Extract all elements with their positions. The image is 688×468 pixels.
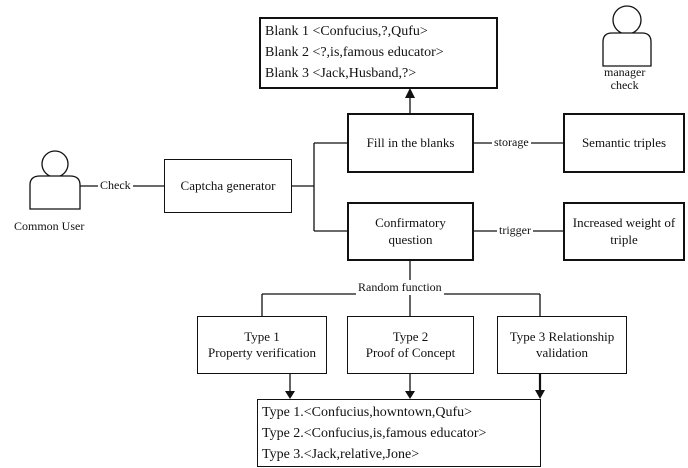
manager-label: manager — [604, 65, 646, 79]
type1-node: Type 1 Property verification — [197, 316, 327, 374]
blank-3-line: Blank 3 <Jack,Husband,?> — [265, 66, 417, 81]
arrow-up-blanks — [405, 88, 415, 98]
fill-blanks-node: Fill in the blanks — [347, 113, 474, 173]
blanks-box: Blank 1 <Confucius,?,Qufu> Blank 2 <?,is… — [259, 17, 498, 89]
type1-example-line: Type 1.<Confucius,howntown,Qufu> — [262, 405, 473, 420]
type3-node: Type 3 Relationship validation — [497, 316, 627, 374]
blank-1-line: Blank 1 <Confucius,?,Qufu> — [265, 24, 428, 39]
arrow-type3 — [535, 390, 545, 399]
arrow-type2 — [405, 391, 415, 399]
type3-example-line: Type 3.<Jack,relative,Jone> — [262, 447, 420, 462]
type2-example-line: Type 2.<Confucius,is,famous educator> — [262, 426, 487, 441]
increased-label-line1: Increased weight of — [572, 215, 676, 231]
storage-edge-label: storage — [492, 135, 531, 150]
confirmatory-question-node: Confirmatory question — [347, 202, 474, 261]
type3-label-line1: Type 3 Relationship — [509, 328, 615, 344]
manager-check-label: manager check — [604, 66, 645, 92]
common-user-actor-icon — [29, 150, 81, 210]
confirmatory-label-line2: question — [388, 231, 433, 247]
type2-label-line2: Proof of Concept — [365, 345, 456, 360]
captcha-generator-node: Captcha generator — [164, 159, 292, 213]
fill-blanks-label: Fill in the blanks — [366, 134, 455, 150]
type1-label-line1: Type 1 — [244, 328, 280, 344]
blank-2-line: Blank 2 <?,is,famous educator> — [265, 45, 444, 60]
increased-weight-node: Increased weight of triple — [563, 202, 685, 261]
manager-actor-icon — [602, 5, 652, 67]
arrow-type1 — [285, 391, 295, 399]
trigger-edge-label: trigger — [497, 223, 533, 238]
confirmatory-label-line1: Confirmatory — [375, 215, 446, 231]
type3-label-line2: validation — [536, 345, 588, 360]
type2-label-line1: Type 2 — [392, 328, 429, 344]
type1-label-line2: Property verification — [208, 345, 316, 360]
increased-label-line2: triple — [610, 231, 638, 247]
check-edge-label: Check — [98, 178, 133, 193]
semantic-triples-label: Semantic triples — [581, 134, 667, 150]
captcha-generator-label: Captcha generator — [180, 177, 276, 193]
common-user-label: Common User — [14, 219, 85, 233]
type2-node: Type 2 Proof of Concept — [347, 316, 474, 374]
semantic-triples-node: Semantic triples — [563, 113, 685, 173]
check-label: check — [610, 78, 639, 92]
types-box: Type 1.<Confucius,howntown,Qufu> Type 2.… — [257, 399, 541, 467]
random-function-label: Random function — [356, 280, 444, 295]
